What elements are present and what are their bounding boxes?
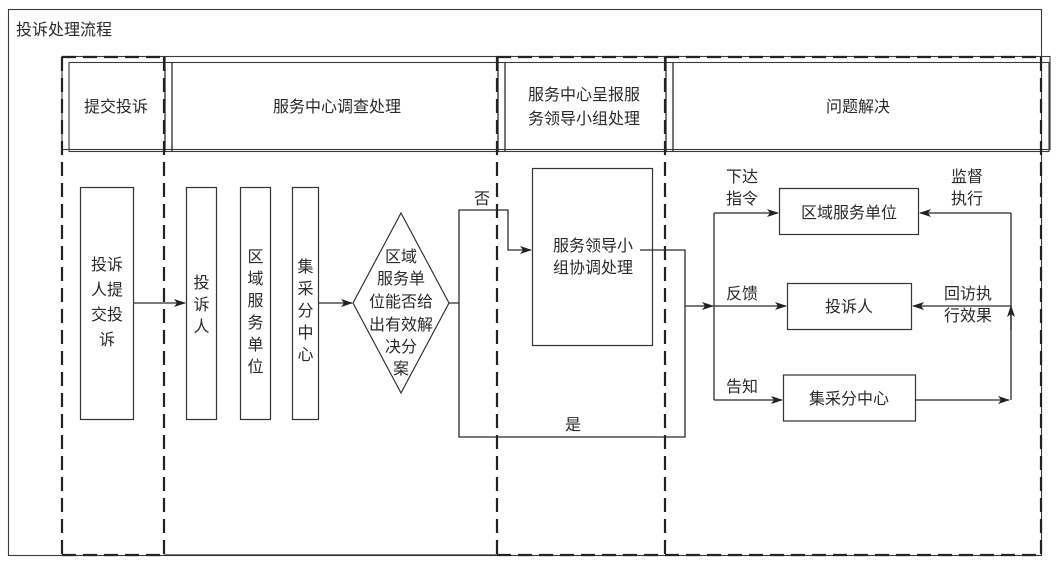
edge-leadership-to-resolution [640, 249, 714, 310]
node-complainant-char: 人 [193, 317, 209, 336]
node-regional-unit-char: 单 [247, 335, 263, 354]
node-complainant-char: 诉 [193, 295, 209, 314]
leadership-group-label-2: 组协调处理 [553, 258, 633, 277]
decision-label-3: 位能否给 [369, 292, 433, 311]
node-regional-unit-char: 位 [247, 357, 263, 376]
res-complainant-label: 投诉人 [825, 297, 873, 316]
node-regional-unit-char: 区 [247, 247, 263, 266]
decision-label-5: 决分 [385, 337, 417, 356]
node-complainant-submit-label-4: 诉 [99, 330, 115, 349]
decision-label-1: 区域 [385, 247, 417, 266]
edge-label-no: 否 [474, 189, 490, 208]
node-res-regional-unit [778, 187, 920, 236]
node-complainant-submit-label-1: 投诉 [91, 255, 123, 274]
lane-header-service-center: 服务中心调查处理 [273, 97, 401, 116]
node-complainant [185, 186, 218, 421]
node-complainant-submit-label-2: 人提 [91, 280, 123, 299]
edge-label-notify: 告知 [726, 377, 758, 396]
node-regional-unit-char: 服 [247, 291, 263, 310]
leadership-group-label-1: 服务领导小 [553, 236, 633, 255]
node-regional-unit-char: 务 [247, 313, 263, 332]
node-decision [352, 211, 450, 395]
lane-header-submit: 提交投诉 [84, 97, 148, 116]
lane-header-leadership-line1: 服务中心呈报服 [528, 85, 640, 104]
edge-label-supervise-2: 执行 [951, 189, 983, 208]
node-procurement-center-char: 集 [297, 257, 313, 276]
lane-header-leadership-line2: 务领导小组处理 [528, 109, 640, 128]
node-procurement-center [291, 186, 320, 421]
node-res-complainant [786, 282, 913, 331]
node-complainant-char: 投 [193, 273, 209, 292]
decision-label-4: 出有效解 [369, 315, 433, 334]
decision-label-6: 案 [393, 359, 409, 378]
decision-label-2: 服务单 [377, 269, 425, 288]
node-res-procurement-center [782, 374, 917, 422]
node-complainant-submit [79, 186, 135, 421]
node-procurement-center-char: 分 [297, 301, 313, 320]
lane-boundaries [60, 55, 1043, 557]
lane-header-resolution: 问题解决 [826, 97, 890, 116]
header-band [61, 55, 1051, 153]
edge-label-supervise-1: 监督 [951, 167, 983, 186]
node-procurement-center-char: 采 [297, 279, 313, 298]
edge-label-feedback: 反馈 [726, 284, 758, 303]
node-leadership-group [531, 167, 654, 347]
node-regional-unit-char: 域 [247, 269, 263, 288]
edge-label-revisit-1: 回访执 [944, 284, 992, 303]
edge-decision-yes [458, 303, 686, 438]
node-procurement-center-char: 中 [297, 323, 313, 342]
node-complainant-submit-label-3: 交投 [91, 305, 123, 324]
edge-label-issue-instruction-2: 指令 [726, 189, 758, 208]
edge-label-revisit-2: 行效果 [944, 306, 992, 325]
res-procurement-center-label: 集采分中心 [809, 389, 889, 408]
edge-label-yes: 是 [565, 415, 581, 434]
node-regional-unit [239, 186, 272, 421]
diagram-title: 投诉处理流程 [16, 20, 112, 39]
edge-decision-no [449, 209, 532, 304]
res-regional-unit-label: 区域服务单位 [801, 203, 897, 222]
node-procurement-center-char: 心 [297, 345, 313, 364]
edge-label-issue-instruction-1: 下达 [726, 167, 758, 186]
